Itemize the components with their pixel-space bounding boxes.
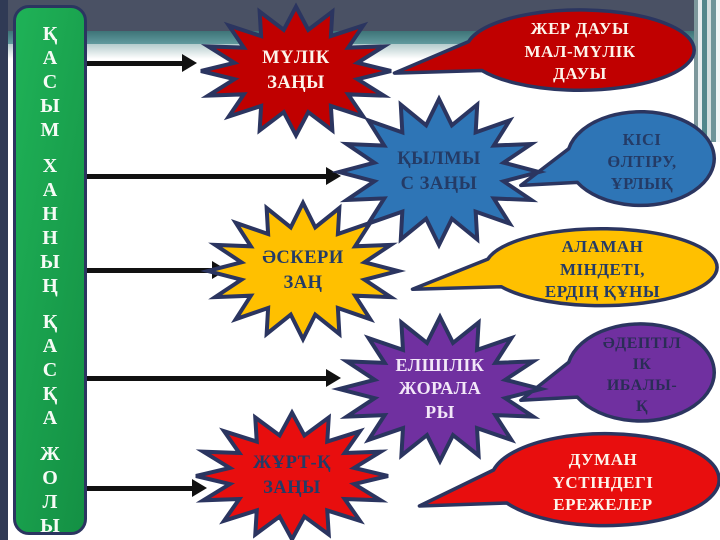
bar-word: ХАННЫҢ	[40, 155, 60, 297]
arrow-connector	[86, 369, 341, 387]
left-edge-strip	[0, 0, 8, 540]
star-label: ҚЫЛМЫ С ЗАҢЫ	[397, 149, 481, 194]
arrow-connector	[86, 167, 341, 185]
vertical-title-bar: ҚАСЫМ ХАННЫҢ ҚАСҚА ЖОЛЫ	[13, 5, 87, 537]
star-label: ӘСКЕРИ ЗАҢ	[262, 248, 344, 293]
right-column-decoration	[694, 0, 720, 142]
bar-word: ҚАСЫМ	[40, 23, 60, 141]
arrow-connector	[86, 261, 227, 279]
bubble-label: АЛАМАН МІНДЕТІ, ЕРДІҢ ҚҰНЫ	[544, 236, 661, 302]
arrow-connector	[86, 54, 197, 72]
bar-word: ЖОЛЫ	[40, 443, 60, 537]
bubble-label: ЖЕР ДАУЫ МАЛ-МҮЛІК ДАУЫ	[524, 18, 636, 84]
star-label: МҮЛІК ЗАҢЫ	[262, 48, 330, 93]
bubble-label: ДУМАН ҮСТІНДЕГІ ЕРЕЖЕЛЕР	[552, 449, 654, 515]
bubble-label: КІСІ ӨЛТІРУ, ҰРЛЫҚ	[607, 129, 677, 194]
arrow-connector	[86, 479, 207, 497]
star-label: ЕЛШІЛІК ЖОРАЛА РЫ	[395, 354, 485, 422]
bubble-label: ӘДЕПТІЛ ІК ИБАЛЫ- Қ	[602, 335, 682, 415]
star-label: ЖҰРТ-Қ ЗАҢЫ	[252, 453, 332, 498]
bar-word: ҚАСҚА	[42, 311, 58, 429]
